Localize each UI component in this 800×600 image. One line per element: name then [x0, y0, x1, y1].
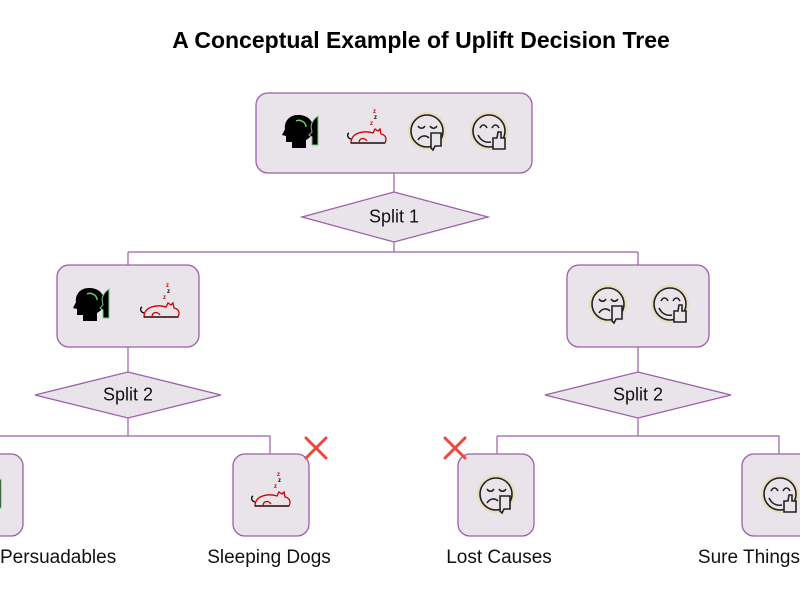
split-2-right-diamond	[544, 371, 732, 419]
split-2-right-label: Split 2	[612, 384, 664, 405]
leaf-label-sure-things: Sure Things	[697, 547, 800, 568]
diagram-title: A Conceptual Example of Uplift Decision …	[172, 27, 670, 53]
leaf-label-lost-causes: Lost Causes	[446, 547, 552, 568]
edges	[0, 173, 780, 454]
edge	[0, 347, 780, 454]
left-node	[56, 264, 200, 348]
leaf-sure-things	[741, 453, 800, 537]
reject-x-icon	[443, 436, 467, 460]
persuadable-head-icon	[0, 477, 2, 512]
edge	[127, 173, 639, 265]
reject-x-icon	[304, 436, 328, 460]
split-2-left-label: Split 2	[102, 384, 154, 405]
root-node	[255, 92, 533, 174]
split-2-left-diamond	[34, 371, 222, 419]
split-1-diamond	[299, 191, 491, 243]
leaf-label-persuadables: Persuadables	[0, 547, 117, 568]
leaf-lost-causes	[457, 453, 535, 537]
split-1-label: Split 1	[368, 206, 420, 227]
leaf-persuadables	[0, 453, 24, 537]
leaf-label-sleeping-dogs: Sleeping Dogs	[207, 547, 331, 568]
